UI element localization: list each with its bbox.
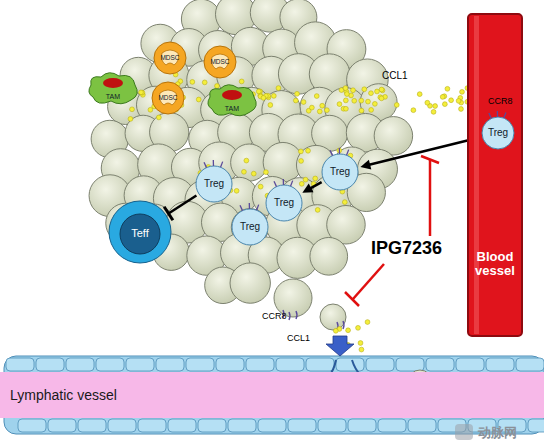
treg-node: Treg [265,184,303,222]
tam-shape [87,71,139,105]
cell-label: TAM [106,93,120,100]
tam-node: TAM [87,71,139,105]
treg-node: Treg [481,116,515,150]
mdsc-node: MDSC [151,81,185,115]
migration-arrow [360,138,479,170]
watermark: 动脉网 [478,424,517,442]
treg-node: Treg [195,165,233,203]
cell-label: Teff [131,228,149,240]
migration-arrow [302,182,321,193]
migration-arrow [164,195,196,220]
cell-label: MDSC [160,55,179,62]
molecule-label: CCR8 [488,96,513,106]
molecule-label: CCR8 [262,311,287,321]
cell-label: Treg [240,222,260,233]
cell-label: TAM [225,105,239,112]
cell-label: Lymphatic vessel [10,388,117,403]
cell-label: Treg [274,198,294,209]
cell-label: Treg [488,128,508,139]
tam-shape [206,83,258,117]
blood-shape [468,14,522,336]
mdsc-node: MDSC [153,41,187,75]
lymph-node: Lymphatic vessel [0,372,544,418]
cell-label: MDSC [210,59,229,66]
cell-label: MDSC [158,95,177,102]
cell-label: Treg [330,167,350,178]
teff-node: Teff [108,200,172,264]
blood-node: Blood vessel Treg [468,14,522,336]
treg-node: Treg [321,153,359,191]
cell-label: Treg [204,179,224,190]
molecule-label: CCL1 [382,70,408,81]
drug-name: IPG7236 [371,238,442,259]
molecule-label: CCL1 [287,333,310,343]
cell-label: Blood vessel [471,250,519,279]
tam-node: TAM [206,83,258,117]
treg-node: Treg [231,208,269,246]
mdsc-node: MDSC [203,45,237,79]
